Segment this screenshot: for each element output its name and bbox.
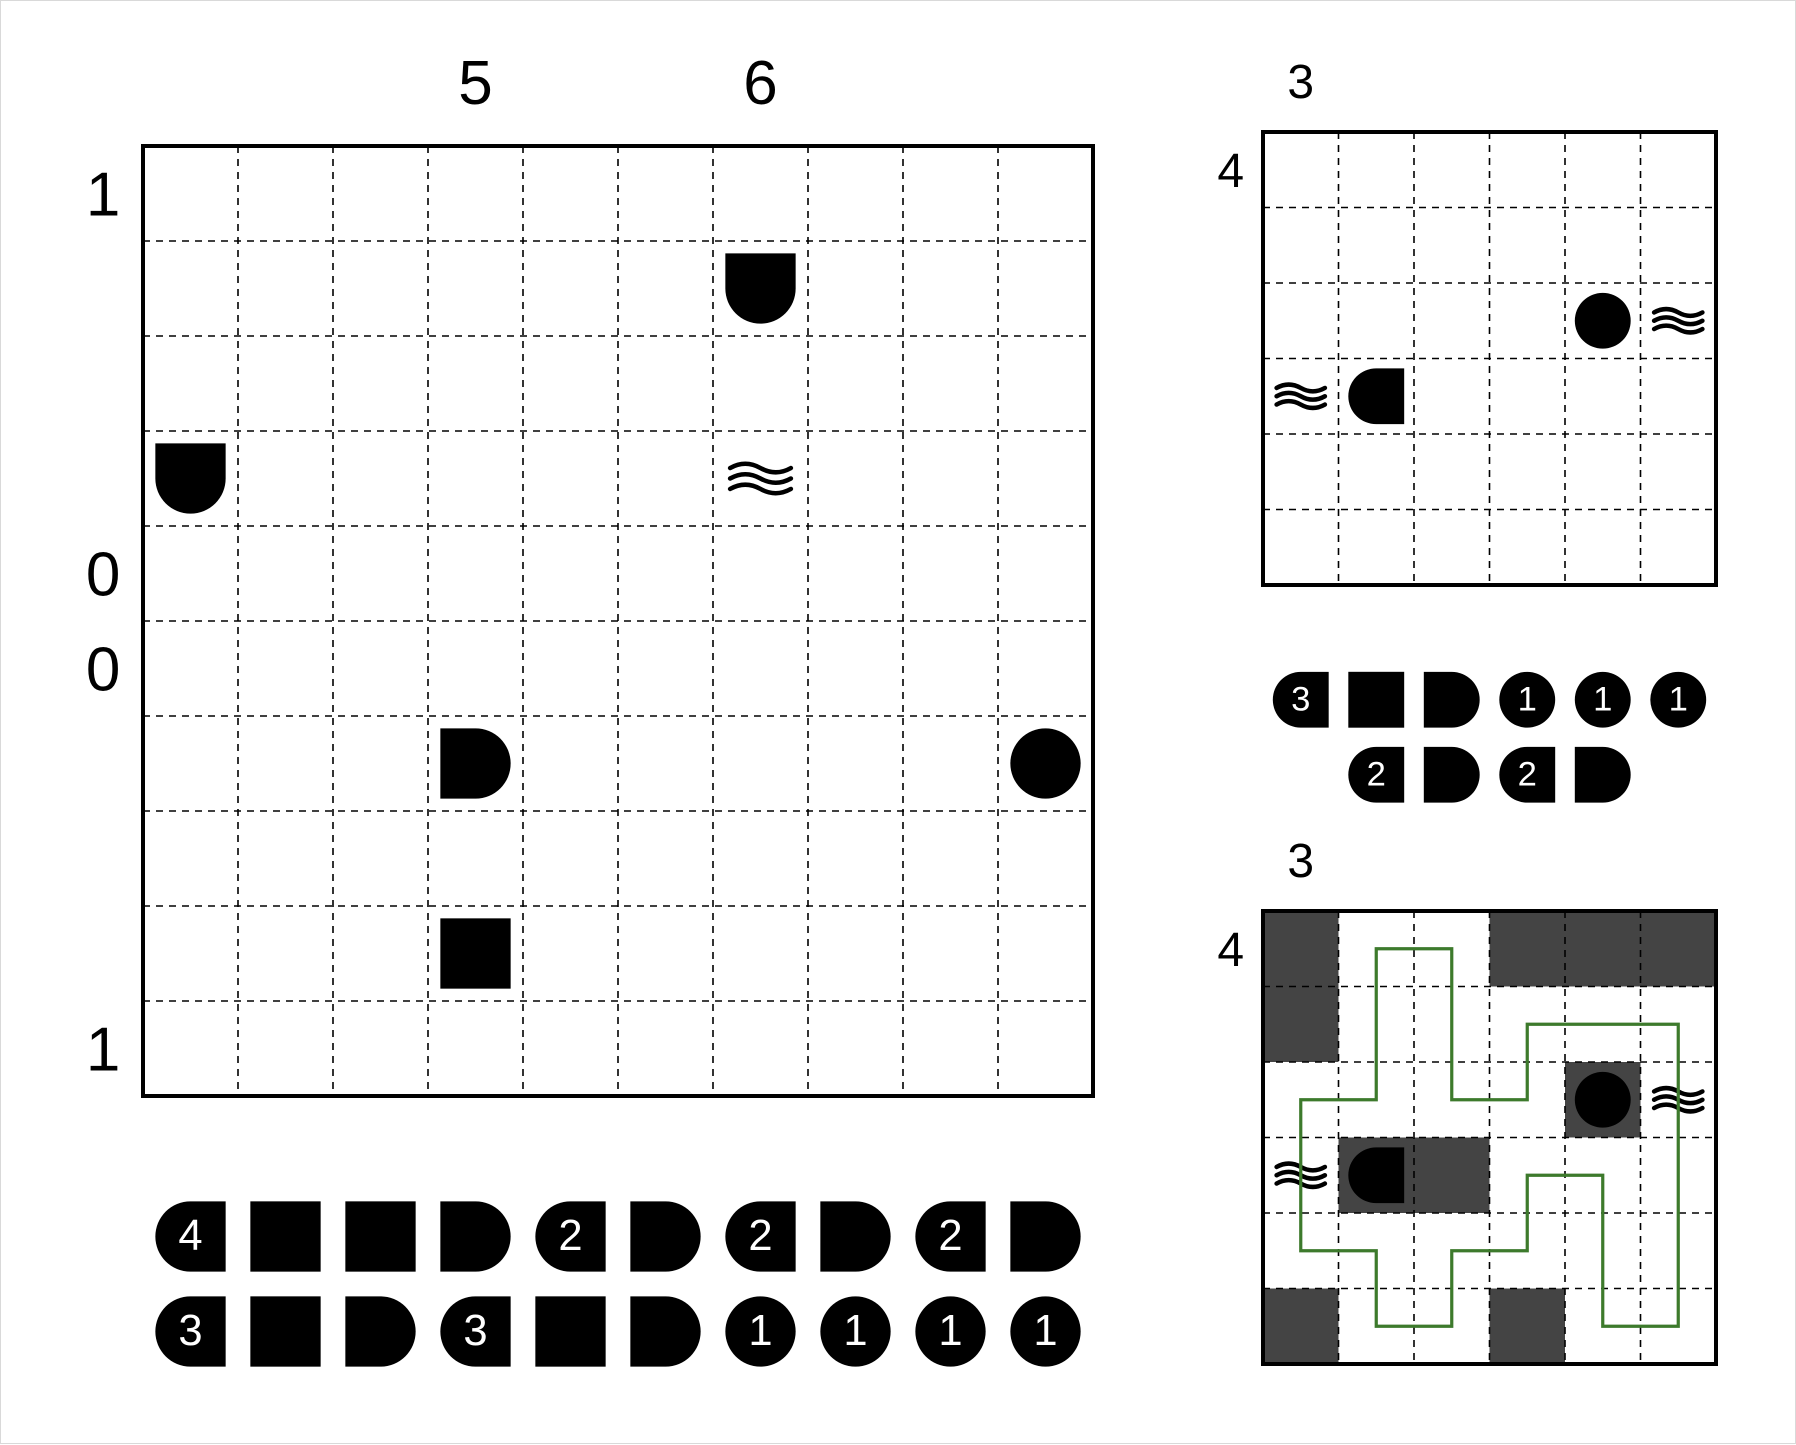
fleet-piece-cap-left: 2	[1499, 746, 1556, 803]
shaded-cell	[1640, 911, 1716, 987]
example-fleet-legend: 3 1 1 1 2 2	[1272, 671, 1707, 803]
fleet-piece-square	[345, 1201, 416, 1272]
fleet-piece-cap-right	[1010, 1201, 1081, 1272]
shaded-cell	[1489, 1288, 1565, 1364]
fleet-piece-circle: 1	[1010, 1296, 1081, 1367]
ship-segment-cap-right	[440, 728, 511, 799]
fleet-piece-circle: 1	[915, 1296, 986, 1367]
fleet-piece-cap-right	[1574, 746, 1631, 803]
fleet-piece-cap-right	[345, 1296, 416, 1367]
column-clue: 3	[1287, 56, 1314, 109]
ship-length-label: 2	[938, 1212, 962, 1260]
row-clue: 1	[86, 1016, 120, 1085]
example-grid: 34	[1217, 56, 1718, 587]
ship-length-label: 1	[1593, 680, 1612, 718]
ship-segment-circle	[1574, 1071, 1631, 1128]
fleet-piece-cap-right	[440, 1201, 511, 1272]
fleet-piece-cap-left: 2	[1348, 746, 1405, 803]
shaded-cell	[1263, 1288, 1339, 1364]
ship-length-label: 1	[1033, 1307, 1057, 1355]
water-icon	[1274, 382, 1328, 411]
shaded-cell	[1489, 911, 1565, 987]
fleet-piece-circle: 1	[725, 1296, 796, 1367]
fleet-piece-cap-left: 2	[915, 1201, 986, 1272]
shaded-cell	[1565, 911, 1641, 987]
grid-border	[1261, 909, 1718, 1366]
ship-length-label: 2	[558, 1212, 582, 1260]
row-clue: 4	[1217, 924, 1244, 977]
row-clue: 4	[1217, 145, 1244, 198]
ship-segment-cap-left	[1348, 1147, 1405, 1204]
water-icon	[1651, 306, 1705, 335]
solution-grid: 34	[1217, 835, 1718, 1366]
fleet-piece-cap-right	[1423, 671, 1480, 728]
column-clue: 3	[1287, 835, 1314, 888]
ship-length-label: 1	[1518, 680, 1537, 718]
fleet-piece-cap-right	[630, 1296, 701, 1367]
shaded-cell	[1414, 1137, 1490, 1213]
ship-segment-square	[440, 918, 511, 989]
row-clue: 1	[86, 161, 120, 230]
shaded-cell	[1263, 986, 1339, 1062]
shaded-cell	[1263, 911, 1339, 987]
ship-segment-cap-bottom	[725, 253, 796, 324]
column-clue: 6	[743, 49, 777, 118]
ship-length-label: 3	[1291, 680, 1310, 718]
ship-length-label: 1	[938, 1307, 962, 1355]
ship-segment-cap-left	[1348, 368, 1405, 425]
column-clue: 5	[458, 49, 492, 118]
fleet-piece-cap-right	[820, 1201, 891, 1272]
solution-loop	[1299, 947, 1680, 1328]
ship-segment-circle	[1574, 292, 1631, 349]
ship-length-label: 1	[843, 1307, 867, 1355]
ship-segment-circle	[1010, 728, 1081, 799]
ship-length-label: 1	[748, 1307, 772, 1355]
fleet-piece-circle: 1	[1499, 671, 1556, 728]
fleet-piece-cap-right	[630, 1201, 701, 1272]
main-grid[interactable]: 5 6 1 0 0 1	[86, 49, 1095, 1098]
fleet-piece-cap-left: 3	[155, 1296, 226, 1367]
fleet-piece-cap-left: 3	[1272, 671, 1329, 728]
ship-length-label: 1	[1669, 680, 1688, 718]
fleet-piece-square	[1348, 671, 1405, 728]
fleet-piece-cap-left: 2	[725, 1201, 796, 1272]
ship-length-label: 2	[1367, 755, 1386, 793]
ship-segment-cap-bottom	[155, 443, 226, 514]
fleet-piece-cap-left: 2	[535, 1201, 606, 1272]
row-clue: 0	[86, 541, 120, 610]
ship-length-label: 2	[1518, 755, 1537, 793]
ship-length-label: 3	[178, 1307, 202, 1355]
fleet-piece-square	[250, 1296, 321, 1367]
fleet-piece-circle: 1	[1650, 671, 1707, 728]
grid-border	[141, 144, 1095, 1098]
fleet-piece-square	[250, 1201, 321, 1272]
fleet-piece-cap-left: 4	[155, 1201, 226, 1272]
grid-border	[1261, 130, 1718, 587]
ship-length-label: 3	[463, 1307, 487, 1355]
main-fleet-legend: 4 2 2 2 3 3 1 1 1 1	[155, 1201, 1081, 1367]
fleet-piece-circle: 1	[820, 1296, 891, 1367]
ship-length-label: 4	[178, 1212, 202, 1260]
fleet-piece-circle: 1	[1574, 671, 1631, 728]
row-clue: 0	[86, 636, 120, 705]
fleet-piece-square	[535, 1296, 606, 1367]
fleet-piece-cap-left: 3	[440, 1296, 511, 1367]
ship-length-label: 2	[748, 1212, 772, 1260]
fleet-piece-cap-right	[1423, 746, 1480, 803]
water-icon	[727, 461, 794, 496]
